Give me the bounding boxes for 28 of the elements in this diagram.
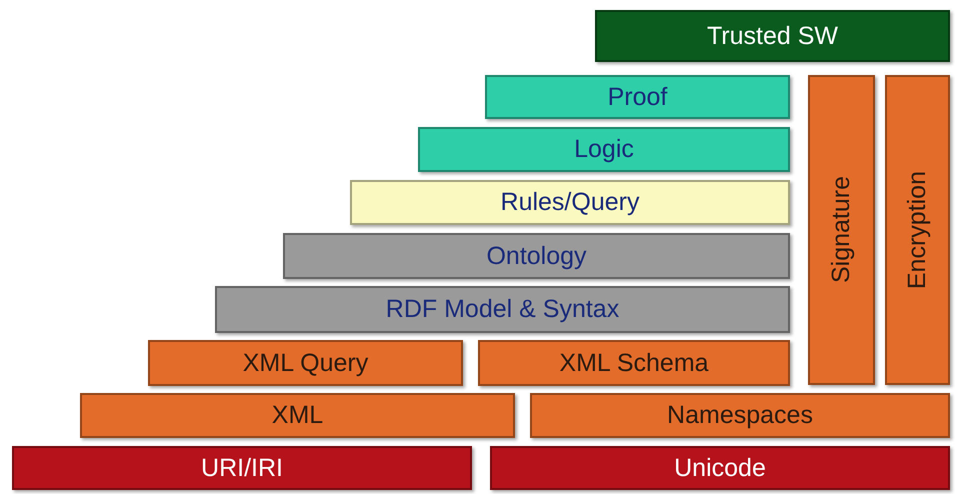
- layer-box: [885, 75, 950, 385]
- layer-label: Encryption: [903, 170, 932, 290]
- layer-box: [215, 286, 790, 333]
- layer-box: [490, 446, 950, 490]
- layer-label: RDF Model & Syntax: [386, 295, 620, 324]
- layer-label: Unicode: [674, 454, 766, 482]
- layer-label: Namespaces: [667, 401, 813, 430]
- layer-label: XML: [272, 401, 324, 430]
- layer-label: XML Query: [242, 348, 368, 378]
- layer-box: [80, 393, 515, 438]
- layer-box: [595, 10, 950, 62]
- layer-box: [350, 180, 790, 225]
- layer-box: [418, 127, 790, 172]
- layer-label: Signature: [827, 176, 856, 284]
- layer-box: [485, 75, 790, 119]
- layer-label: XML Schema: [559, 348, 709, 378]
- layer-box: [148, 340, 463, 386]
- layer-label: Proof: [608, 82, 668, 112]
- layer-box: [283, 233, 790, 279]
- layer-label: Trusted SW: [706, 22, 838, 50]
- layer-box: [12, 446, 472, 490]
- layer-label: Rules/Query: [500, 188, 640, 217]
- layer-box: [808, 75, 875, 385]
- layer-label: Logic: [574, 135, 634, 164]
- layer-label: URI/IRI: [201, 454, 283, 482]
- layer-box: [530, 393, 950, 438]
- layer-box: [478, 340, 790, 386]
- layer-label: Ontology: [486, 242, 587, 270]
